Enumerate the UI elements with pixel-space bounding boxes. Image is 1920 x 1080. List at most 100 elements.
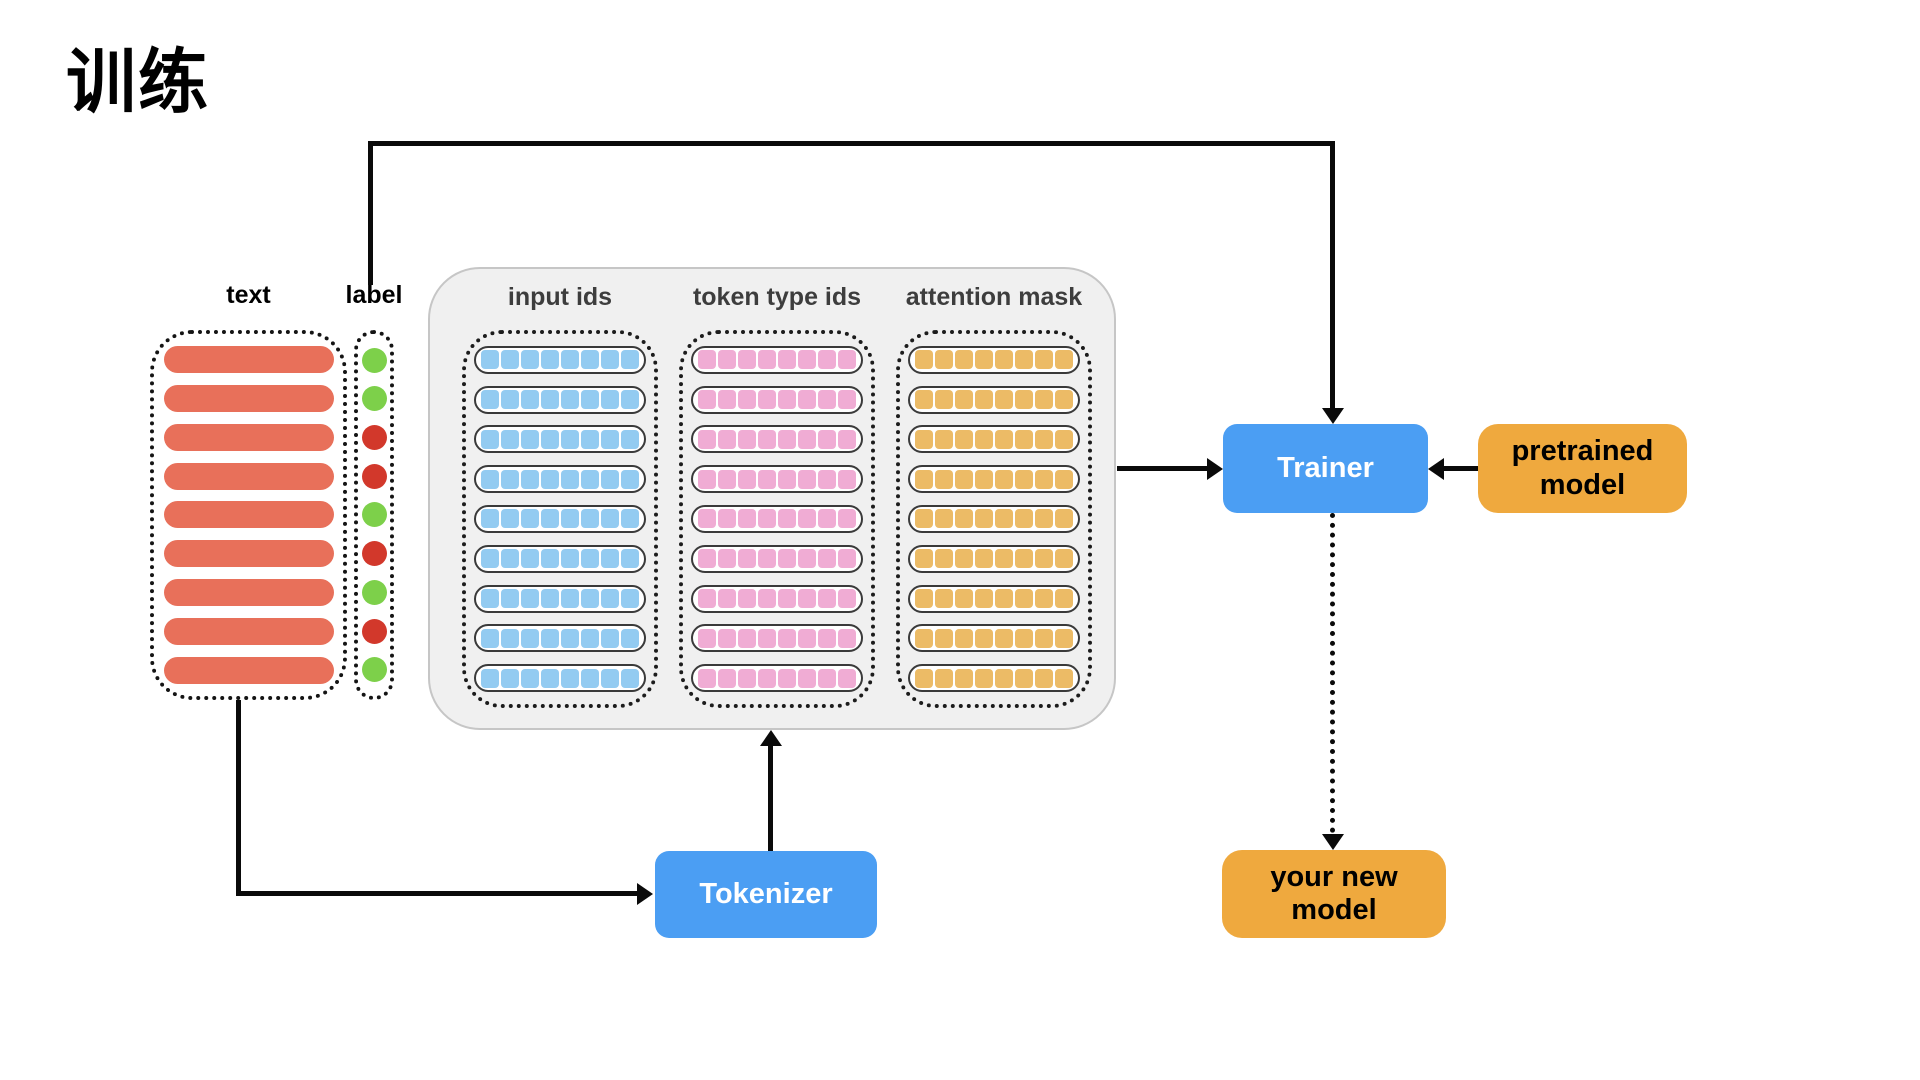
token-cell (778, 589, 796, 609)
token-cell (698, 628, 716, 648)
token-type-ids-row-pill (691, 345, 863, 374)
token-cell (601, 469, 619, 489)
token-cell (818, 549, 836, 569)
token-cell (541, 429, 559, 449)
token-cell (698, 429, 716, 449)
token-cell (481, 390, 499, 410)
token-cell (601, 509, 619, 529)
token-cell (1035, 628, 1053, 648)
panel-column-header-attention-mask: attention mask (905, 283, 1083, 311)
token-cell (718, 350, 736, 370)
token-cell (521, 628, 539, 648)
token-cell (1015, 469, 1033, 489)
token-cell (738, 429, 756, 449)
token-type-ids-row-pill (691, 544, 863, 573)
token-cell (955, 390, 973, 410)
token-cell (838, 509, 856, 529)
token-cell (975, 589, 993, 609)
token-cell (1055, 390, 1073, 410)
token-cell (481, 549, 499, 569)
arrow-pretrained-to-trainer (1442, 466, 1478, 471)
arrowhead-pretrained-to-trainer (1428, 458, 1444, 480)
token-cell (995, 628, 1013, 648)
token-cell (758, 509, 776, 529)
arrow-batch-to-trainer (1117, 466, 1209, 471)
attention-mask-row-pill (908, 584, 1080, 613)
token-cell (541, 589, 559, 609)
token-cell (738, 469, 756, 489)
token-cell (718, 589, 736, 609)
token-cell (581, 589, 599, 609)
panel-column-header-token-type-ids: token type ids (692, 283, 862, 311)
token-cell (501, 668, 519, 688)
token-cell (1015, 549, 1033, 569)
token-cell (541, 668, 559, 688)
token-cell (838, 628, 856, 648)
token-cell (935, 350, 953, 370)
token-cell (995, 589, 1013, 609)
token-cell (955, 509, 973, 529)
label-dot-red (361, 541, 387, 567)
token-cell (1035, 668, 1053, 688)
token-cell (521, 509, 539, 529)
text-row-bar (163, 384, 334, 412)
label-dot-green (361, 347, 387, 373)
token-cell (601, 668, 619, 688)
token-cell (561, 628, 579, 648)
token-cell (935, 469, 953, 489)
arrowhead-new-model-top (1322, 834, 1344, 850)
token-cell (975, 469, 993, 489)
token-cell (698, 469, 716, 489)
token-cell (778, 390, 796, 410)
token-cell (818, 509, 836, 529)
token-cell (1055, 668, 1073, 688)
connector-text-to-tokenizer (236, 891, 637, 896)
connector-text-down (236, 700, 241, 896)
token-cell (838, 469, 856, 489)
panel-column-input-ids (462, 330, 658, 708)
token-cell (915, 429, 933, 449)
token-cell (818, 390, 836, 410)
attention-mask-row-pill (908, 345, 1080, 374)
token-cell (778, 509, 796, 529)
token-cell (718, 628, 736, 648)
token-type-ids-row-pill (691, 385, 863, 414)
token-cell (758, 390, 776, 410)
token-cell (501, 390, 519, 410)
token-type-ids-row-pill (691, 504, 863, 533)
token-cell (718, 549, 736, 569)
token-cell (975, 350, 993, 370)
token-cell (621, 549, 639, 569)
token-cell (481, 509, 499, 529)
token-cell (818, 469, 836, 489)
token-cell (601, 350, 619, 370)
token-cell (935, 668, 953, 688)
token-cell (955, 469, 973, 489)
tokenizer-node: Tokenizer (655, 851, 877, 938)
token-cell (521, 390, 539, 410)
token-cell (915, 668, 933, 688)
text-row-bar (163, 579, 334, 607)
token-type-ids-row-pill (691, 465, 863, 494)
token-cell (915, 549, 933, 569)
text-row-bar (163, 462, 334, 490)
token-cell (995, 429, 1013, 449)
token-cell (935, 429, 953, 449)
arrowhead-trainer-top (1322, 408, 1344, 424)
token-cell (798, 549, 816, 569)
token-type-ids-row-pill (691, 664, 863, 693)
token-cell (561, 469, 579, 489)
token-cell (955, 628, 973, 648)
attention-mask-row-pill (908, 624, 1080, 653)
token-cell (561, 390, 579, 410)
token-cell (581, 390, 599, 410)
token-cell (1035, 469, 1053, 489)
token-cell (838, 668, 856, 688)
token-cell (935, 589, 953, 609)
label-dot-red (361, 425, 387, 451)
attention-mask-row-pill (908, 425, 1080, 454)
token-cell (1015, 429, 1033, 449)
panel-column-header-input-ids: input ids (507, 283, 613, 311)
connector-labels-up (368, 141, 373, 285)
